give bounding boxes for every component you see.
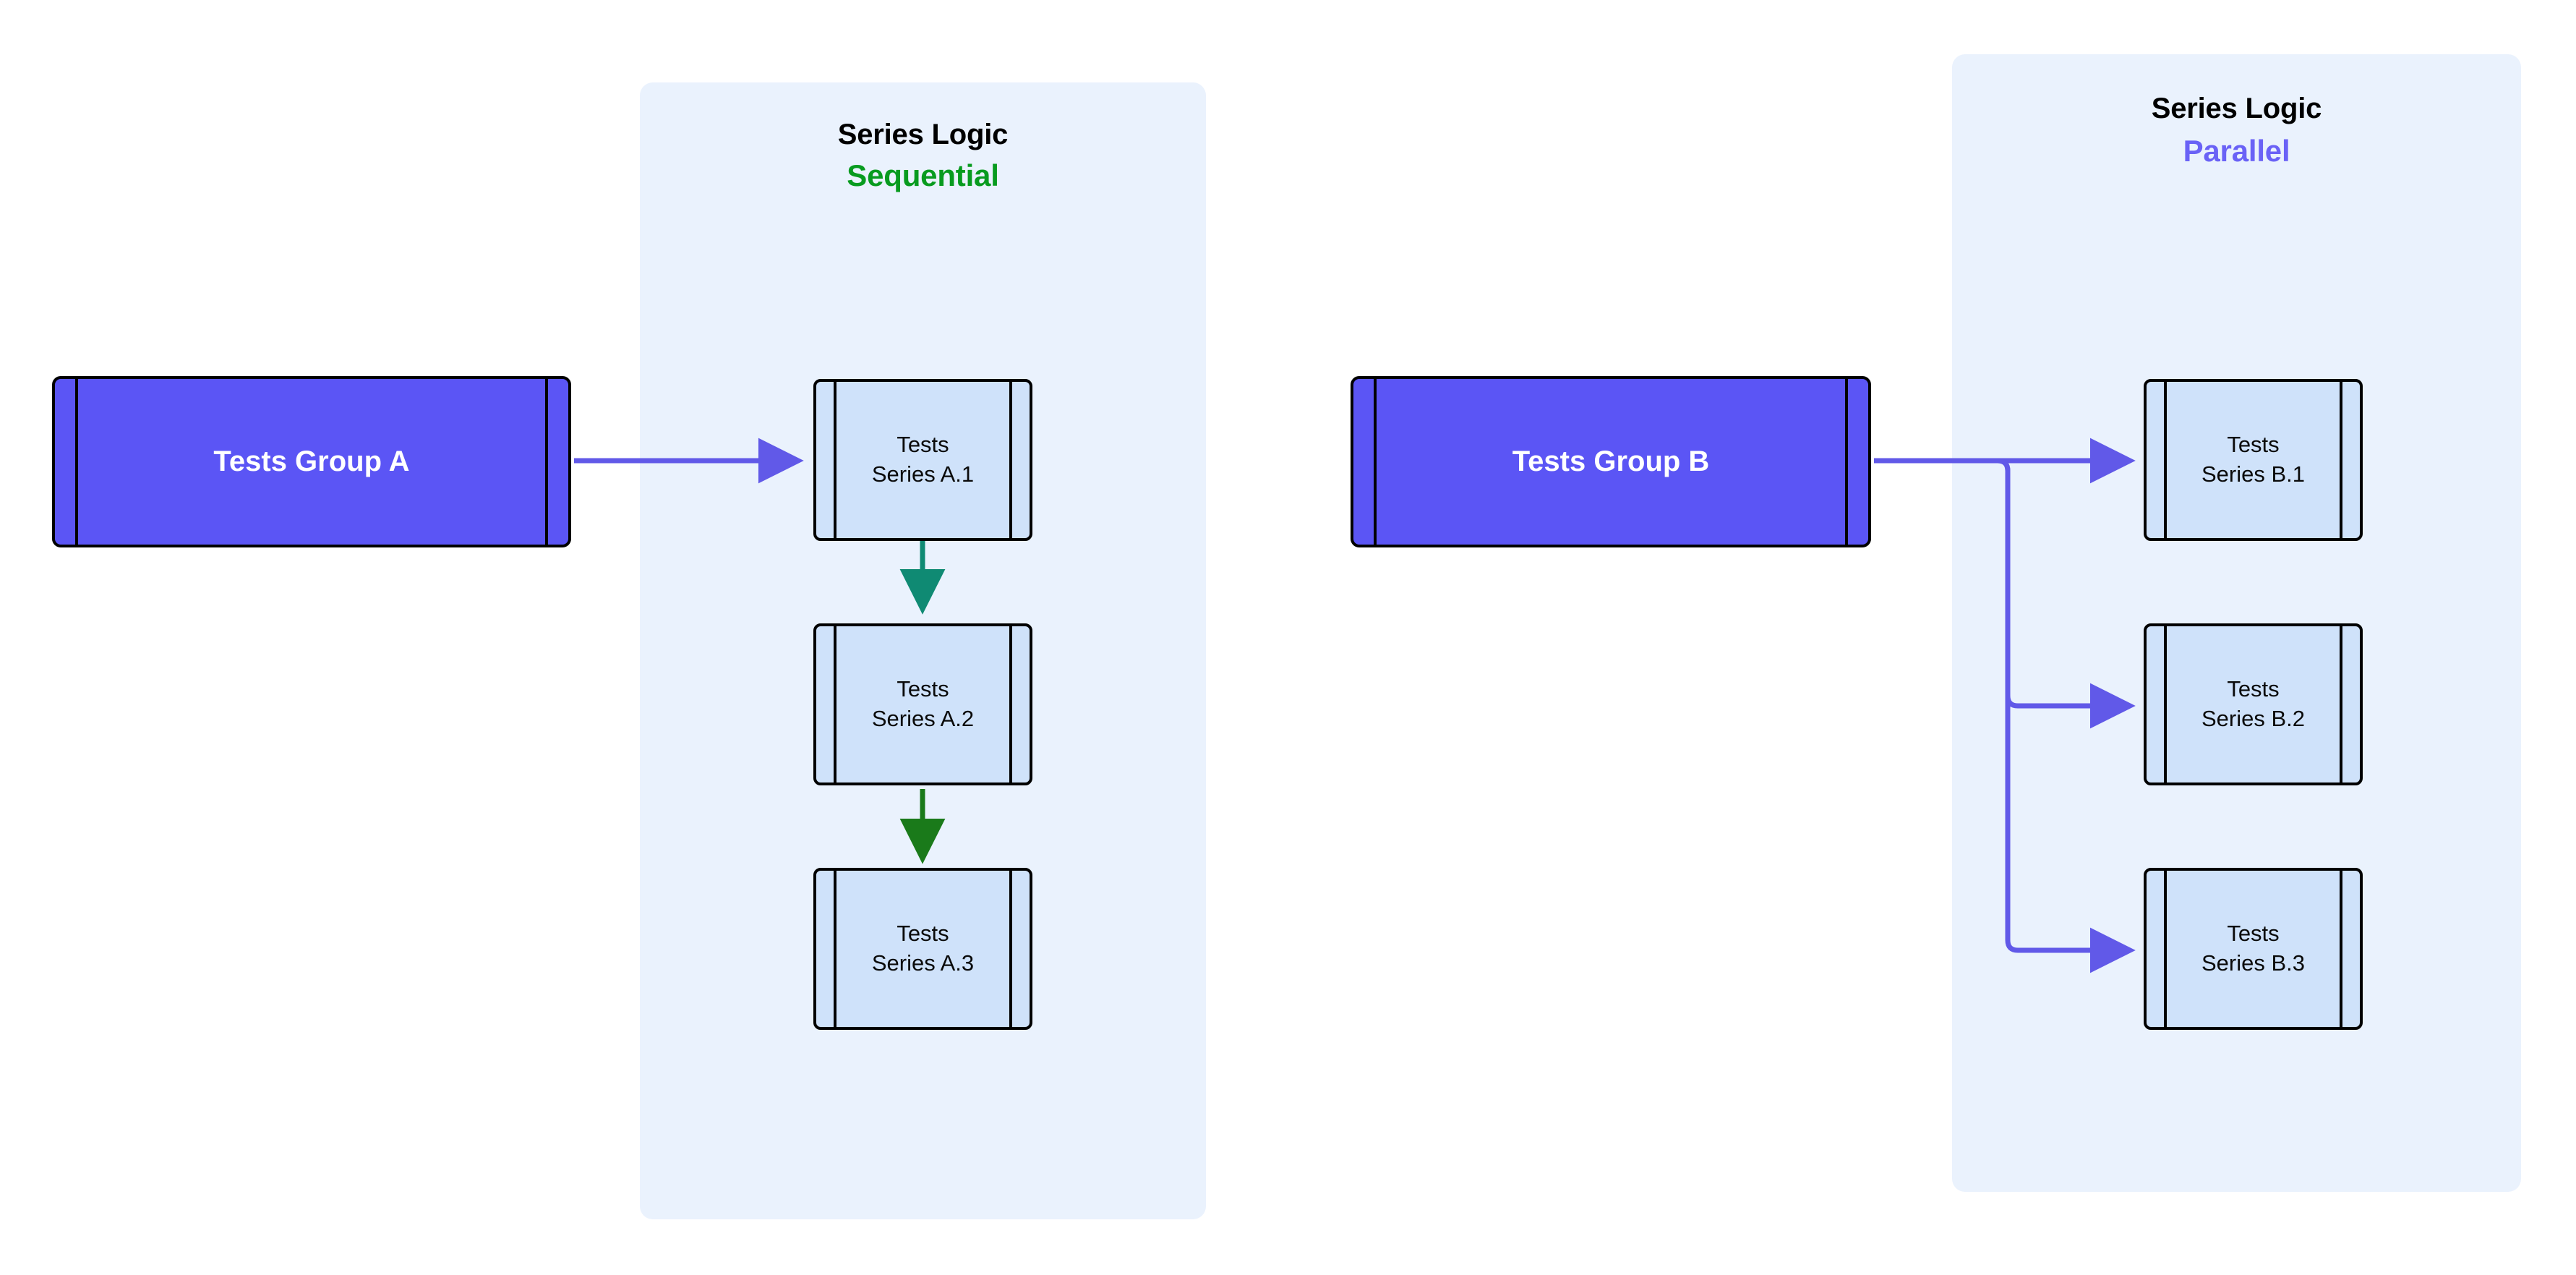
node-series-a2-line1: Tests — [897, 676, 949, 702]
node-series-b3-line1: Tests — [2227, 921, 2280, 947]
node-series-b1-line1: Tests — [2227, 432, 2280, 458]
node-series-a1-line1: Tests — [897, 432, 949, 458]
node-tests-group-a-label: Tests Group A — [213, 445, 410, 478]
panel-sequential-mode: Sequential — [847, 158, 999, 192]
node-series-a3[interactable]: Tests Series A.3 — [813, 868, 1032, 1030]
node-series-b2[interactable]: Tests Series B.2 — [2144, 623, 2363, 785]
node-series-a1-line2: Series A.1 — [871, 461, 975, 487]
node-tests-group-a[interactable]: Tests Group A — [52, 376, 571, 547]
panel-parallel-mode: Parallel — [2183, 134, 2290, 168]
panel-parallel-title: Series Logic — [2151, 93, 2322, 124]
node-series-b3[interactable]: Tests Series B.3 — [2144, 868, 2363, 1030]
node-series-a2[interactable]: Tests Series A.2 — [813, 623, 1032, 785]
panel-sequential-title: Series Logic — [837, 119, 1009, 150]
node-tests-group-b[interactable]: Tests Group B — [1351, 376, 1871, 547]
node-series-b2-line2: Series B.2 — [2201, 706, 2305, 731]
node-series-b2-line1: Tests — [2227, 676, 2280, 702]
node-series-b1-line2: Series B.1 — [2201, 461, 2305, 487]
node-tests-group-b-label: Tests Group B — [1512, 445, 1710, 478]
node-series-a3-line1: Tests — [897, 921, 949, 947]
node-series-a2-line2: Series A.2 — [871, 706, 975, 731]
node-series-a1[interactable]: Tests Series A.1 — [813, 379, 1032, 541]
node-series-a3-line2: Series A.3 — [871, 950, 975, 976]
node-series-b1[interactable]: Tests Series B.1 — [2144, 379, 2363, 541]
node-series-b3-line2: Series B.3 — [2201, 950, 2305, 976]
